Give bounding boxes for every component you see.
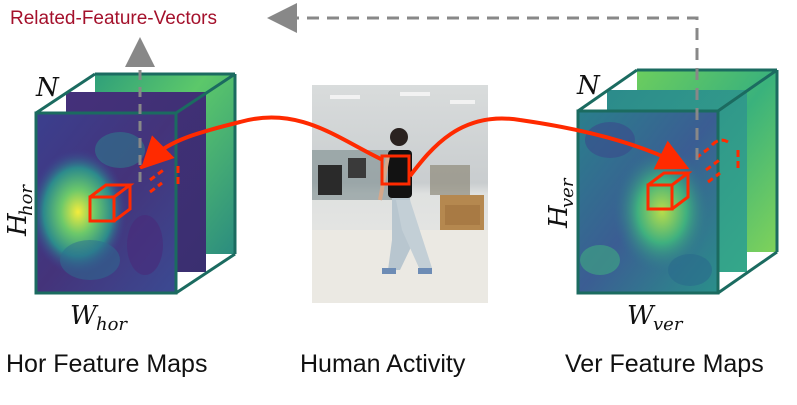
red-arrow-to-hor — [140, 115, 384, 170]
ver-n-label: N — [576, 71, 601, 101]
activity-caption: Human Activity — [300, 350, 466, 378]
ver-w-subscript: ver — [653, 314, 684, 335]
ver-h-subscript: ver — [557, 177, 578, 208]
dashed-arrow-ver-route — [267, 3, 699, 160]
ver-w-label: W — [627, 301, 656, 331]
hor-w-label: W — [70, 301, 99, 331]
hor-caption: Hor Feature Maps — [6, 350, 208, 378]
hor-h-label: H — [3, 212, 33, 237]
related-feature-vectors-label: Related-Feature-Vectors — [10, 8, 217, 29]
hor-h-subscript: hor — [16, 184, 37, 216]
hor-feature-maps-stack: N H hor W hor — [3, 72, 237, 335]
hor-n-label: N — [35, 73, 60, 103]
ver-highlight-cube — [646, 138, 740, 211]
activity-focus-box — [380, 154, 411, 186]
human-activity-photo — [312, 85, 488, 303]
red-arrow-to-ver — [408, 116, 690, 178]
ver-feature-maps-stack: N H ver W ver — [544, 68, 779, 335]
ver-caption: Ver Feature Maps — [565, 350, 764, 378]
ver-h-label: H — [544, 204, 574, 229]
hor-w-subscript: hor — [96, 314, 128, 335]
